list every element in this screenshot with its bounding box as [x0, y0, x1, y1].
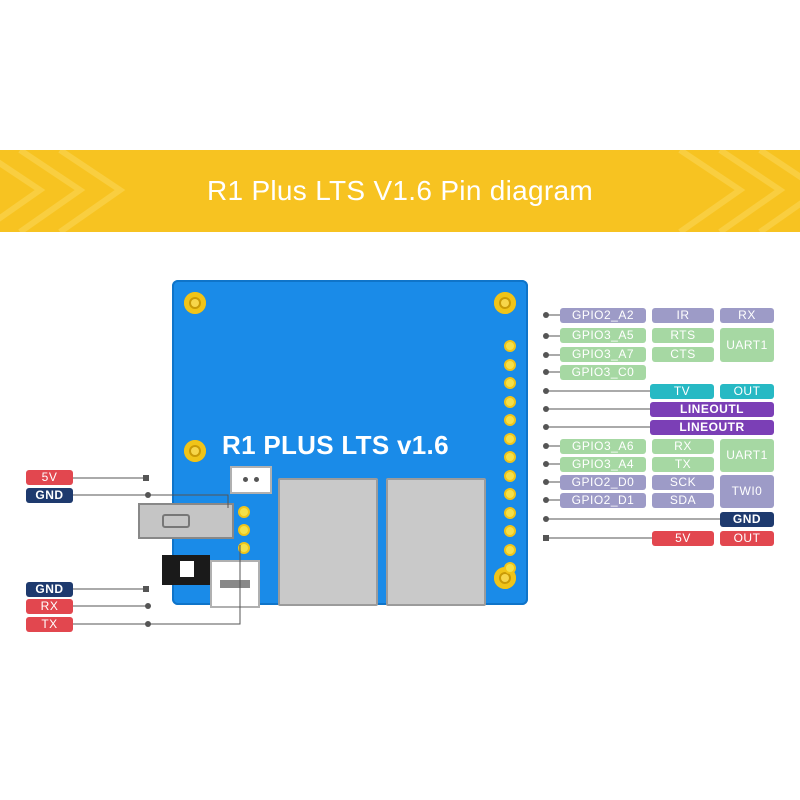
- gpio-header-pin: [504, 432, 516, 445]
- label-cts: CTS: [652, 347, 714, 362]
- label-uart1-top: UART1: [720, 328, 774, 362]
- board: R1 PLUS LTS v1.6: [172, 280, 528, 606]
- label-out-5v: OUT: [720, 531, 774, 546]
- white-connector: [230, 466, 272, 494]
- label-5v-left: 5V: [26, 470, 73, 485]
- label-sck: SCK: [652, 475, 714, 490]
- label-ir: IR: [652, 308, 714, 323]
- gpio-header-pin: [504, 506, 516, 519]
- label-out-tv: OUT: [720, 384, 774, 399]
- gpio-header-pin: [504, 414, 516, 426]
- label-rts: RTS: [652, 328, 714, 343]
- mounting-hole-top-right: [494, 292, 516, 314]
- title-banner: R1 Plus LTS V1.6 Pin diagram: [0, 150, 800, 232]
- label-gpio2-a2: GPIO2_A2: [560, 308, 646, 323]
- label-gnd-left-top: GND: [26, 488, 73, 503]
- power-switch: [162, 555, 210, 585]
- label-gnd-right: GND: [720, 512, 774, 527]
- label-gpio3-a7: GPIO3_A7: [560, 347, 646, 362]
- gpio-header-pin: [504, 488, 516, 500]
- label-lineoutr: LINEOUTR: [650, 420, 774, 435]
- mounting-hole-mid-left: [184, 440, 206, 462]
- label-rx-ir: RX: [720, 308, 774, 323]
- gpio-header-pin: [504, 358, 516, 371]
- gpio-header-pin: [504, 543, 516, 556]
- debug-pin-1: [238, 506, 250, 518]
- label-gpio2-d0: GPIO2_D0: [560, 475, 646, 490]
- mounting-hole-top-left: [184, 292, 206, 314]
- label-lineoutl: LINEOUTL: [650, 402, 774, 417]
- label-5v-right: 5V: [652, 531, 714, 546]
- label-gpio3-c0: GPIO3_C0: [560, 365, 646, 380]
- gpio-header-pin: [504, 562, 516, 574]
- label-sda: SDA: [652, 493, 714, 508]
- ethernet-port-1: [278, 478, 378, 606]
- gpio-header-pin: [504, 340, 516, 352]
- label-gpio3-a4: GPIO3_A4: [560, 457, 646, 472]
- gpio-header-pin: [504, 525, 516, 537]
- ethernet-port-2: [386, 478, 486, 606]
- board-label: R1 PLUS LTS v1.6: [222, 430, 449, 460]
- label-tx-uart: TX: [652, 457, 714, 472]
- debug-pin-3: [238, 542, 250, 554]
- label-rx-left: RX: [26, 599, 73, 614]
- usb-connector: [210, 560, 260, 608]
- page-title: R1 Plus LTS V1.6 Pin diagram: [206, 175, 594, 206]
- label-tv: TV: [650, 384, 714, 399]
- label-uart1-bottom: UART1: [720, 439, 774, 472]
- label-twi0: TWI0: [720, 475, 774, 508]
- label-gpio3-a5: GPIO3_A5: [560, 328, 646, 343]
- label-tx-left: TX: [26, 617, 73, 632]
- gpio-header-pin: [504, 469, 516, 482]
- banner-pattern: [0, 150, 800, 232]
- debug-pin-2: [238, 524, 250, 536]
- power-jack: [138, 503, 234, 539]
- label-gpio3-a6: GPIO3_A6: [560, 439, 646, 454]
- label-gnd-left-bottom: GND: [26, 582, 73, 597]
- gpio-header-pin: [504, 451, 516, 463]
- label-gpio2-d1: GPIO2_D1: [560, 493, 646, 508]
- gpio-header-pin: [504, 395, 516, 408]
- gpio-header-pin: [504, 377, 516, 389]
- label-rx-uart: RX: [652, 439, 714, 454]
